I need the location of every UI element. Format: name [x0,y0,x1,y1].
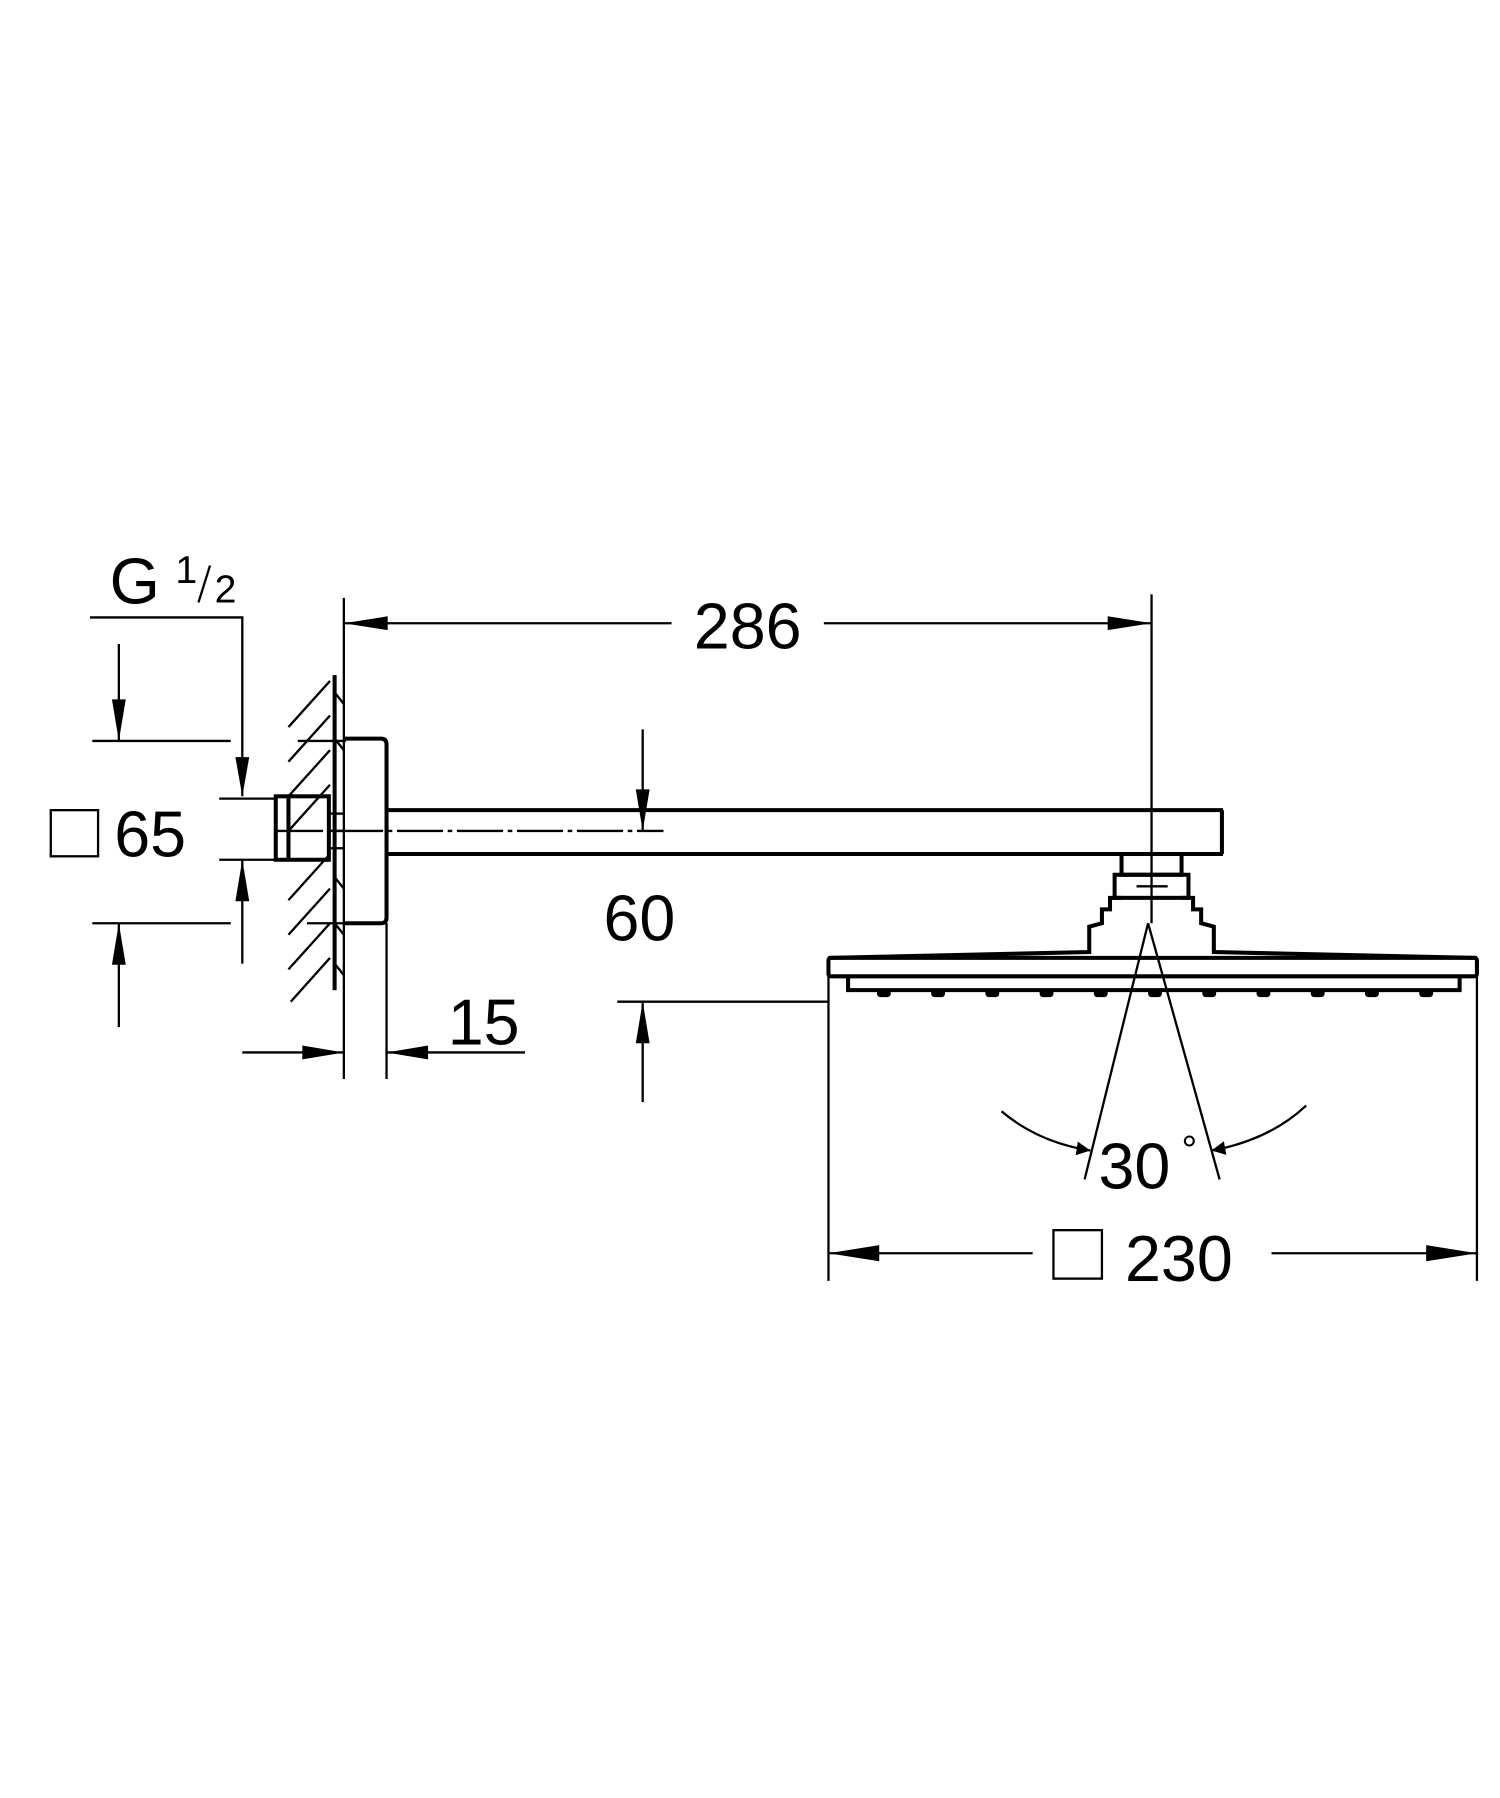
head-size-dimension: 230 [827,976,1479,1295]
tilt-angle-dimension: 30 ° [1000,922,1307,1203]
wall [287,597,345,1079]
thread-numerator: 1 [175,548,197,592]
head-drop-dimension: 60 [603,729,829,1103]
shower-head [826,851,1479,998]
wall-fitting [273,736,389,926]
escutcheon-dimension: 65 [49,644,347,1028]
escutcheon-depth-label: 15 [448,986,520,1058]
head-drop-label: 60 [603,883,675,955]
arm-length-dimension: 286 [343,591,1153,924]
spray-nozzles [876,989,1434,998]
thread-letter: G [110,546,160,618]
thread-leader-line [89,616,244,797]
thread-label: G 1 2 [110,546,237,618]
escutcheon-depth-dimension: 15 [242,923,525,1079]
shower-arm [276,808,1224,857]
arm-length-label: 286 [694,591,802,663]
degree-sign: ° [1182,1128,1198,1172]
square-symbol-icon [1052,1228,1104,1280]
escutcheon-size-label: 65 [114,798,186,870]
square-symbol-icon [49,809,100,858]
tilt-angle-label: 30 [1098,1131,1170,1203]
head-size-label: 230 [1125,1223,1233,1295]
thread-denominator: 2 [215,567,237,611]
